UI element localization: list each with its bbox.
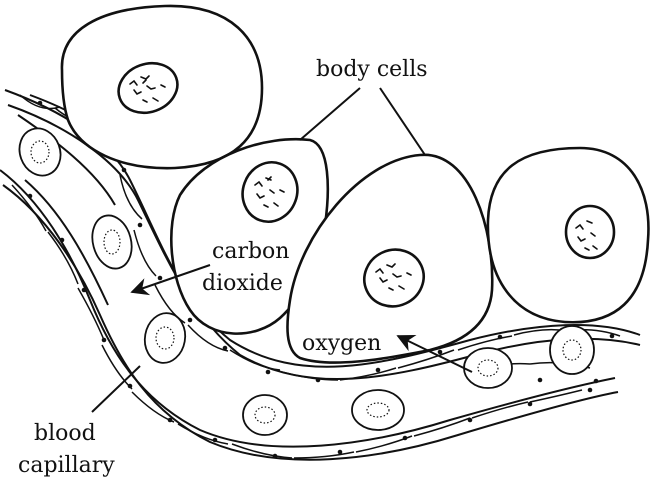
capillary-leader-line bbox=[92, 366, 140, 412]
label-dioxide: dioxide bbox=[202, 271, 283, 296]
label-capillary: capillary bbox=[18, 453, 115, 478]
label-carbon: carbon bbox=[212, 239, 289, 264]
body-cell-top-left bbox=[62, 6, 262, 168]
label-oxygen: oxygen bbox=[302, 331, 381, 356]
label-blood: blood bbox=[34, 421, 96, 446]
label-body-cells: body cells bbox=[316, 57, 428, 82]
body-cell-right bbox=[488, 148, 649, 322]
